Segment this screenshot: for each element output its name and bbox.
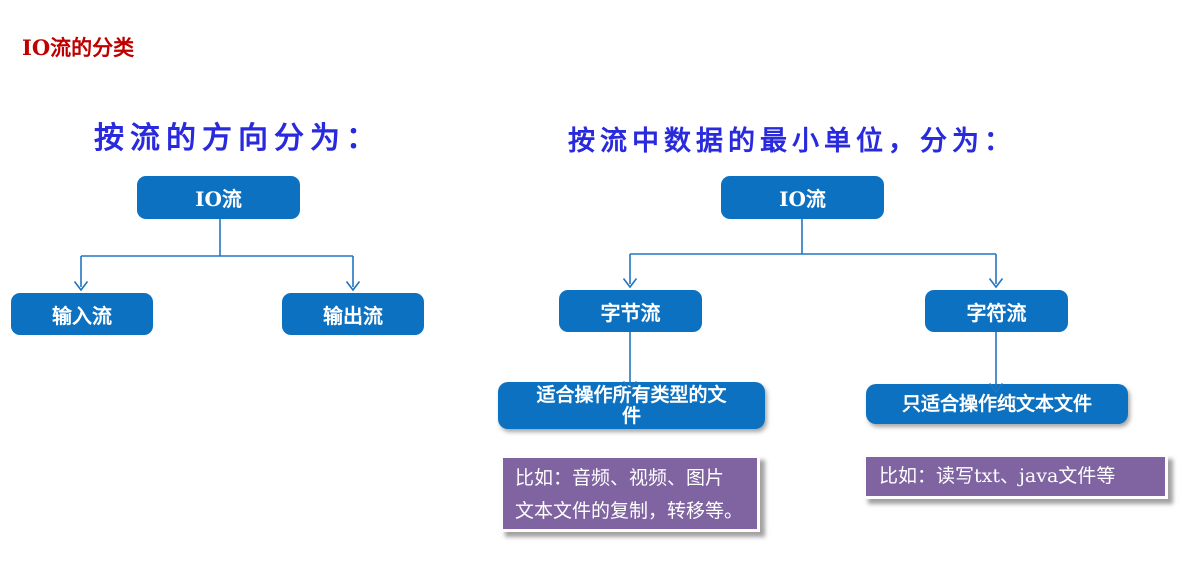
arrow-to-input-stream-icon: [73, 281, 89, 292]
left-tree-connector-lines: [80, 219, 354, 287]
byte-stream-description: 适合操作所有类型的文件: [498, 382, 765, 429]
byte-example-line-1: 比如：音频、视频、图片: [515, 467, 725, 489]
char-stream-description: 只适合操作纯文本文件: [866, 384, 1128, 424]
node-io-stream-left: IO流: [137, 176, 300, 219]
node-io-stream-right: IO流: [721, 176, 884, 219]
left-tree-heading: 按流的方向分为：: [94, 121, 382, 156]
node-byte-stream: 字节流: [559, 290, 702, 332]
page-title: IO流的分类: [22, 35, 135, 60]
byte-example-line-2: 文本文件的复制，转移等。: [515, 500, 744, 522]
char-stream-example-box: 比如：读写txt、java文件等: [863, 454, 1168, 499]
node-output-stream: 输出流: [282, 293, 424, 335]
arrow-to-char-stream-icon: [988, 278, 1004, 289]
byte-stream-example-box: 比如：音频、视频、图片 文本文件的复制，转移等。: [500, 455, 760, 532]
node-input-stream: 输入流: [11, 293, 153, 335]
arrow-to-byte-stream-icon: [622, 278, 638, 289]
arrow-to-output-stream-icon: [345, 281, 361, 292]
node-char-stream: 字符流: [925, 290, 1068, 332]
right-tree-heading: 按流中数据的最小单位，分为：: [568, 126, 1016, 157]
